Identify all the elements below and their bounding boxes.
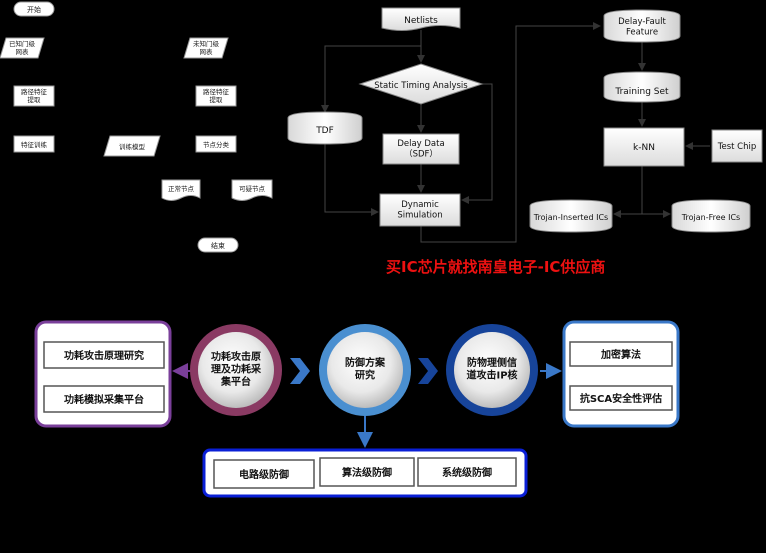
- watermark-text: 买IC芯片就找南皇电子-IC供应商: [386, 258, 605, 276]
- known-netlist-node: 已知门级网表: [0, 37, 45, 59]
- path-feature-b-node: 路径特征提取: [195, 85, 237, 107]
- delay-data-node: Delay Data（SDF）: [382, 133, 460, 165]
- trojan-inserted-node: Trojan-Inserted ICs: [529, 199, 613, 233]
- delay-data-label: Delay Data（SDF）: [397, 139, 444, 160]
- suspicious-node-label: 可疑节点: [239, 184, 266, 193]
- connectors: [321, 22, 710, 243]
- suspicious-node: 可疑节点: [231, 179, 273, 201]
- test-chip-label: Test Chip: [717, 142, 757, 152]
- normal-node: 正常节点: [161, 179, 201, 201]
- flowchart-right: Netlists Static Timing Analysis TDF Dela…: [287, 7, 763, 243]
- path-feature-a-label: 路径特征提取: [21, 87, 48, 104]
- train-model-node: 训练模型: [103, 135, 161, 157]
- tdf-node: TDF: [287, 111, 363, 145]
- trojan-inserted-label: Trojan-Inserted ICs: [533, 213, 608, 222]
- trojan-free-node: Trojan-Free ICs: [671, 199, 751, 233]
- train-model-label: 训练模型: [119, 142, 146, 151]
- knn-label: k-NN: [633, 143, 655, 153]
- circle-1: 功耗攻击原理及功耗采集平台: [190, 324, 282, 416]
- sta-label: Static Timing Analysis: [374, 81, 468, 91]
- chevron-right-icon: [290, 358, 310, 384]
- start-label: 开始: [27, 5, 41, 14]
- node-classify-node: 节点分类: [195, 135, 237, 153]
- right-item-1: 加密算法: [600, 348, 641, 361]
- netlists-node: Netlists: [381, 7, 461, 31]
- netlists-label: Netlists: [404, 16, 438, 26]
- bottom-item-2: 算法级防御: [341, 466, 392, 479]
- right-item-2: 抗SCA安全性评估: [580, 392, 662, 405]
- path-feature-a-node: 路径特征提取: [13, 85, 55, 107]
- circle-3-label: 防物理侧信道攻击IP核: [466, 356, 517, 382]
- circle-2-label: 防御方案研究: [345, 356, 386, 382]
- bottom-item-1: 电路级防御: [239, 468, 289, 481]
- start-node: 开始: [13, 1, 55, 17]
- tdf-label: TDF: [315, 126, 334, 136]
- normal-node-label: 正常节点: [168, 184, 195, 193]
- left-item-2: 功耗模拟采集平台: [64, 393, 144, 406]
- circle-3: 防物理侧信道攻击IP核: [446, 324, 538, 416]
- circle-2: 防御方案研究: [319, 324, 411, 416]
- bottom-item-3: 系统级防御: [442, 466, 492, 479]
- right-group-box: 加密算法 抗SCA安全性评估: [562, 320, 680, 428]
- chevron-right-icon: [418, 358, 438, 384]
- left-group-box: 功耗攻击原理研究 功耗模拟采集平台: [34, 320, 172, 428]
- sta-node: Static Timing Analysis: [358, 63, 484, 105]
- path-feature-b-label: 路径特征提取: [203, 87, 230, 104]
- training-set-label: Training Set: [614, 87, 669, 97]
- trojan-free-label: Trojan-Free ICs: [681, 213, 740, 222]
- end-label: 结束: [211, 241, 225, 250]
- known-netlist-label: 已知门级网表: [9, 39, 36, 56]
- knn-node: k-NN: [603, 127, 685, 167]
- roadmap: 功耗攻击原理研究 功耗模拟采集平台 功耗攻击原理及功耗采集平台 防御方案研究 防…: [34, 320, 680, 498]
- unknown-netlist-label: 未知门级网表: [193, 39, 220, 56]
- flowchart-left: 开始 已知门级网表 未知门级网表 路径特征提取 路径特征提取 特征训练 训练模型: [0, 1, 273, 253]
- left-item-1: 功耗攻击原理研究: [64, 349, 144, 362]
- test-chip-node: Test Chip: [711, 129, 763, 163]
- feature-training-node: 特征训练: [13, 135, 55, 153]
- feature-training-label: 特征训练: [21, 140, 48, 149]
- training-set-node: Training Set: [603, 71, 681, 103]
- end-node: 结束: [197, 237, 239, 253]
- circle-1-label: 功耗攻击原理及功耗采集平台: [211, 350, 261, 388]
- node-classify-label: 节点分类: [203, 140, 230, 149]
- bottom-group-box: 电路级防御 算法级防御 系统级防御: [202, 448, 528, 498]
- unknown-netlist-node: 未知门级网表: [183, 37, 229, 59]
